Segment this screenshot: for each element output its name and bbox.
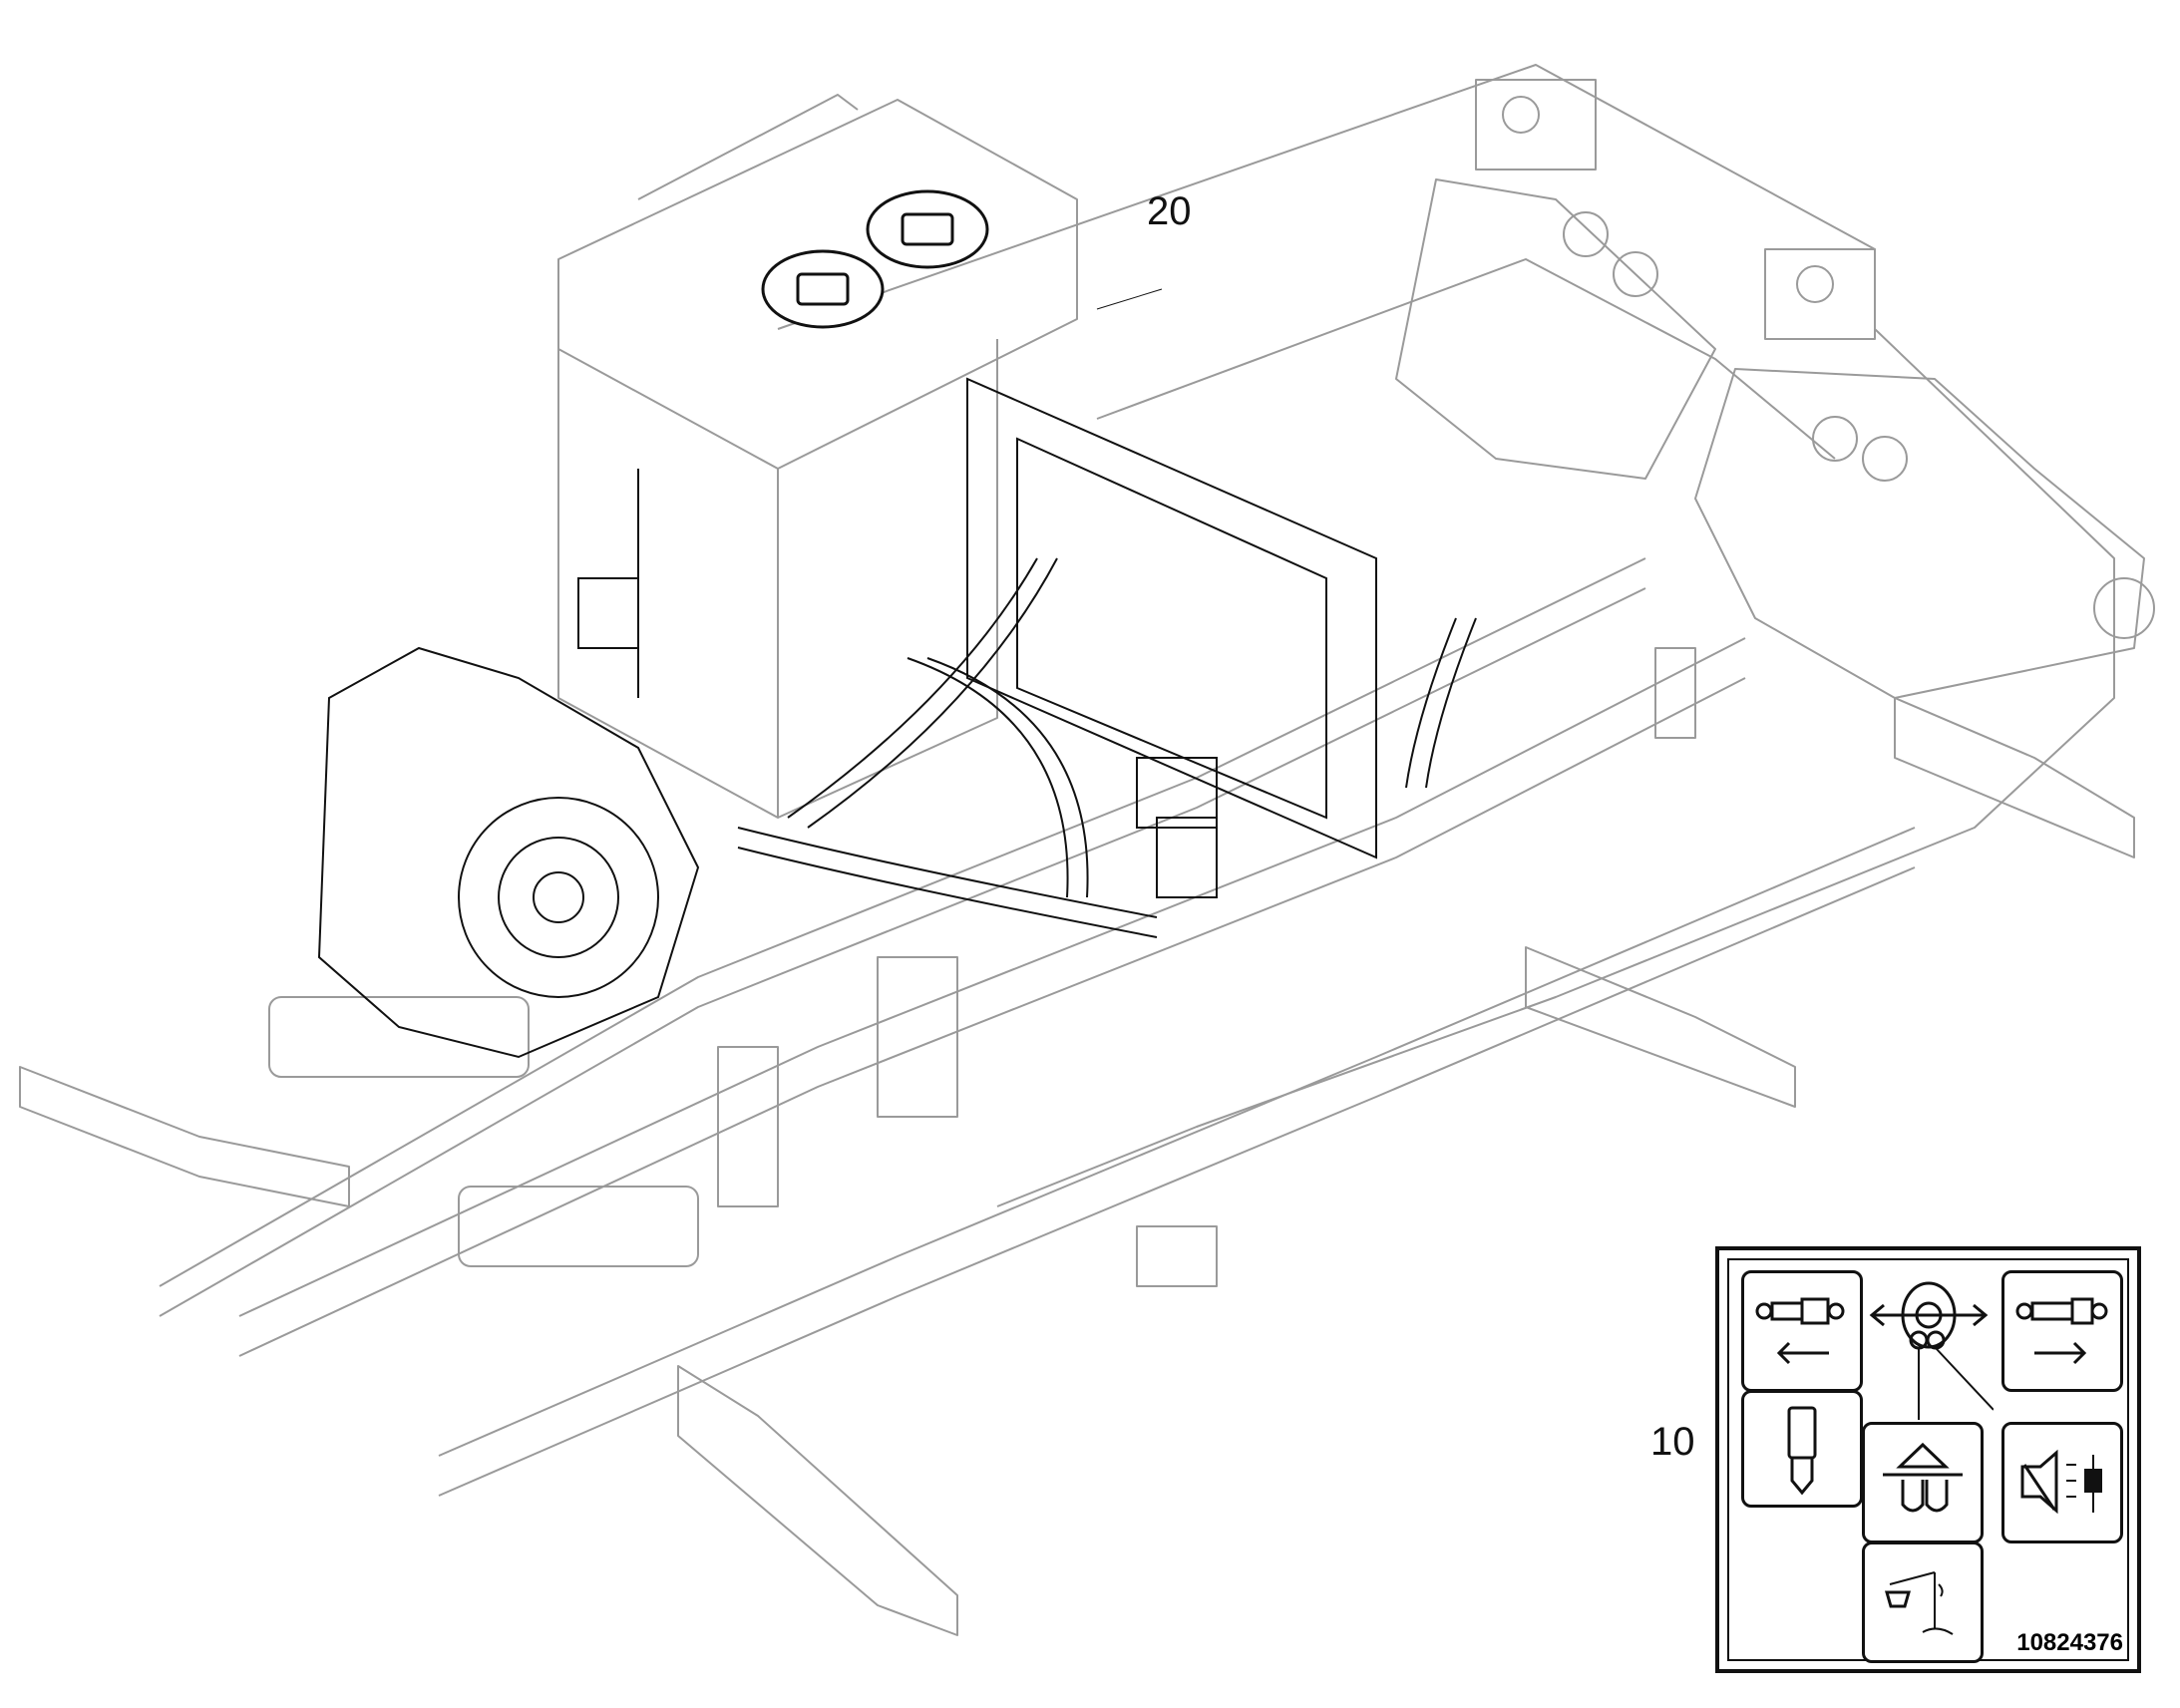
- lift-arm-hole-3: [1812, 416, 1858, 462]
- corner-post-right: [1764, 248, 1876, 340]
- cross-member-2: [677, 1365, 958, 1636]
- lift-arm-hole-5: [2093, 577, 2155, 639]
- side-beam-mid-top: [238, 637, 1746, 1317]
- cross-member-4: [1894, 697, 2135, 858]
- hydraulic-tank: [557, 94, 1078, 819]
- side-beam-left-bottom: [159, 587, 1646, 1317]
- tank-filler-caps: [761, 189, 989, 329]
- direction-lever-icon: [1864, 1270, 1995, 1420]
- frame-pad-2: [458, 1186, 699, 1267]
- horn-adjust-icon: [2001, 1422, 2123, 1543]
- control-valve-frame: [966, 377, 1377, 898]
- upright-front: [717, 1046, 779, 1207]
- upright-mid: [877, 956, 958, 1118]
- lift-arm-hole-1: [1563, 211, 1609, 257]
- lift-arm-front: [1694, 368, 2145, 699]
- side-beam-front-bottom: [438, 866, 1916, 1497]
- decal-part-number: 10824376: [2016, 1629, 2123, 1656]
- control-decal: 10824376: [1715, 1246, 2141, 1673]
- dipper-icon: [1862, 1541, 1984, 1663]
- chassis-inner-rail: [1096, 258, 1836, 460]
- cross-member-1: [19, 1066, 350, 1207]
- lift-arm-hole-4: [1862, 436, 1908, 482]
- cylinder-retract-icon: [1741, 1270, 1863, 1392]
- cross-member-3: [1525, 946, 1796, 1108]
- lift-hook-icon: [1862, 1422, 1984, 1543]
- lift-arm-hole-2: [1613, 251, 1658, 297]
- side-beam-mid-bottom: [238, 677, 1746, 1357]
- upright-rear: [1654, 647, 1696, 739]
- lift-arm-rear: [1395, 178, 1716, 480]
- side-beam-front-top: [438, 827, 1916, 1457]
- hydraulic-hoses: [737, 557, 1477, 938]
- pin-icon: [1741, 1390, 1863, 1508]
- frame-pad-3: [1136, 1225, 1218, 1287]
- cylinder-extend-icon: [2001, 1270, 2123, 1392]
- engine-transmission: [317, 469, 700, 1059]
- callout-20: 20: [1147, 189, 1192, 233]
- frame-pad-1: [268, 996, 530, 1078]
- side-beam-left-top: [159, 557, 1646, 1287]
- corner-post-top: [1475, 79, 1597, 171]
- chassis-outer-rail: [777, 64, 2115, 1207]
- callout-10: 10: [1650, 1420, 1695, 1464]
